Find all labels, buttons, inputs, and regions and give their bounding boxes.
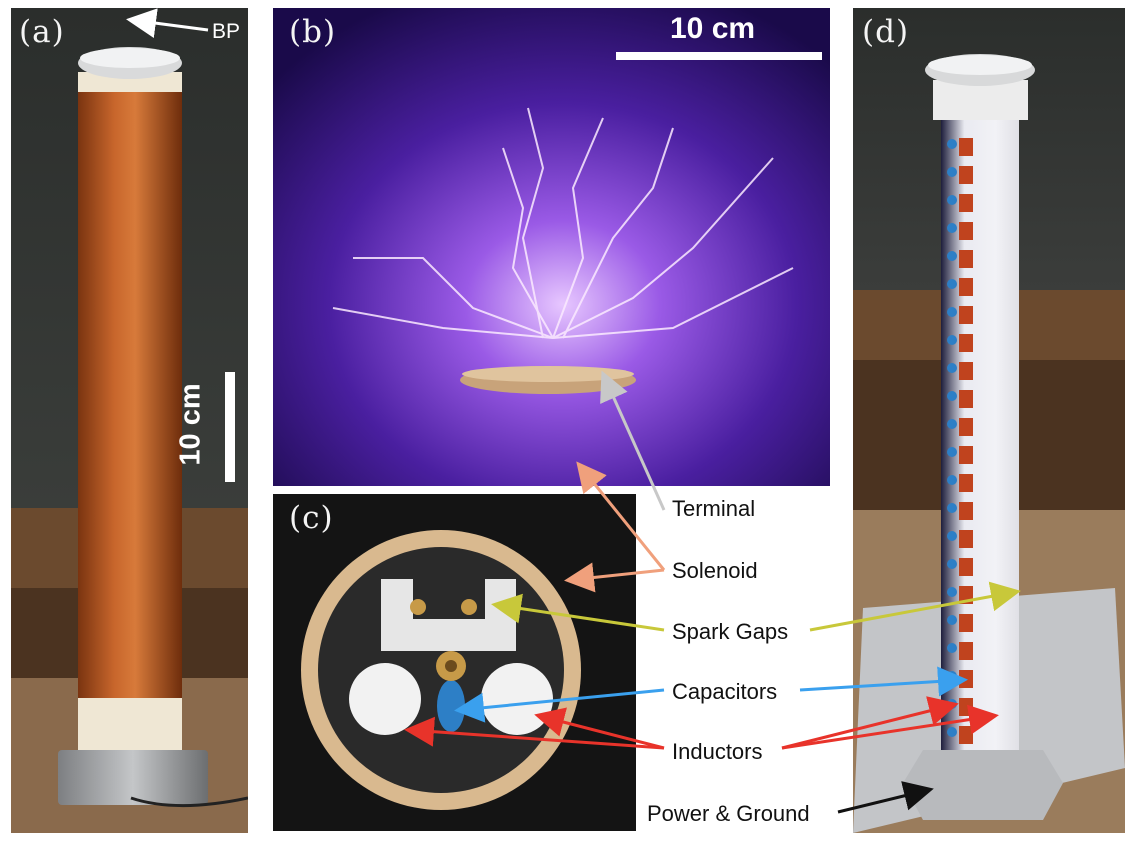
inductor-stack bbox=[947, 138, 973, 744]
scale-label-b: 10 cm bbox=[670, 12, 756, 45]
capacitor-segment bbox=[947, 139, 957, 149]
panel-d-photo bbox=[853, 8, 1125, 833]
arrow-inductors-2 bbox=[534, 707, 665, 750]
arrow-spark-gaps-2 bbox=[809, 581, 1021, 632]
capacitor-segment bbox=[947, 335, 957, 345]
inductor-segment bbox=[959, 642, 973, 660]
inductor-left bbox=[349, 663, 421, 735]
capacitor-segment bbox=[947, 475, 957, 485]
arrow-capacitors-2 bbox=[799, 666, 968, 697]
capacitor-segment bbox=[947, 307, 957, 317]
coil-base-tube bbox=[78, 698, 182, 750]
arrow-inductors-4 bbox=[781, 704, 999, 750]
capacitor-segment bbox=[947, 615, 957, 625]
inductor-segment bbox=[959, 278, 973, 296]
capacitor-segment bbox=[947, 643, 957, 653]
inductor-segment bbox=[959, 306, 973, 324]
capacitor-segment bbox=[947, 391, 957, 401]
callout-power-ground: Power & Ground bbox=[647, 801, 810, 826]
inductor-segment bbox=[959, 614, 973, 632]
capacitor-segment bbox=[947, 251, 957, 261]
arrow-solenoid-1 bbox=[576, 461, 666, 571]
capacitor-segment bbox=[947, 531, 957, 541]
aluminum-base bbox=[58, 750, 208, 805]
inductor-segment bbox=[959, 390, 973, 408]
capacitor-segment bbox=[947, 279, 957, 289]
inductor-segment bbox=[959, 530, 973, 548]
panel-a-image bbox=[11, 8, 248, 833]
inductor-segment bbox=[959, 166, 973, 184]
lightning-streamers bbox=[332, 107, 794, 339]
arrow-spark-gaps-1 bbox=[491, 593, 665, 632]
capacitor-segment bbox=[947, 167, 957, 177]
inductor-segment bbox=[959, 138, 973, 156]
capacitor-segment bbox=[947, 363, 957, 373]
arrow-power-ground bbox=[837, 781, 934, 814]
spark-gap-electrode-right bbox=[461, 599, 477, 615]
capacitor-segment bbox=[947, 195, 957, 205]
capacitor-segment bbox=[947, 223, 957, 233]
inductor-segment bbox=[959, 194, 973, 212]
arrow-solenoid-2 bbox=[564, 562, 665, 593]
bp-label: BP bbox=[212, 20, 241, 43]
panel-label-c: (c) bbox=[289, 500, 334, 536]
discharge-glow bbox=[273, 8, 830, 486]
panel-label-b: (b) bbox=[289, 14, 337, 50]
callout-terminal: Terminal bbox=[672, 496, 756, 521]
callout-capacitors: Capacitors bbox=[672, 679, 778, 704]
spark-gap-electrode-left bbox=[410, 599, 426, 615]
inductor-segment bbox=[959, 502, 973, 520]
arrow-bp bbox=[126, 8, 209, 39]
inductor-segment bbox=[959, 334, 973, 352]
inductor-segment bbox=[959, 362, 973, 380]
inductor-segment bbox=[959, 474, 973, 492]
panel-label-d: (d) bbox=[862, 14, 910, 50]
callout-solenoid: Solenoid bbox=[672, 558, 758, 583]
panel-a-photo bbox=[11, 8, 248, 833]
arrow-inductors-3 bbox=[781, 696, 959, 750]
arrow-inductors-1 bbox=[404, 716, 665, 750]
copper-coil bbox=[78, 86, 182, 706]
arrow-terminal bbox=[600, 370, 666, 511]
inductor-segment bbox=[959, 418, 973, 436]
scale-bar-a bbox=[225, 372, 235, 482]
capacitor-segment bbox=[947, 587, 957, 597]
capacitor-segment bbox=[947, 447, 957, 457]
panel-d-image bbox=[853, 8, 1125, 833]
callout-spark-gaps: Spark Gaps bbox=[672, 619, 789, 644]
callout-inductors: Inductors bbox=[672, 739, 763, 764]
panel-label-a: (a) bbox=[19, 14, 65, 50]
inductor-segment bbox=[959, 558, 973, 576]
capacitor-segment bbox=[947, 559, 957, 569]
inductor-segment bbox=[959, 222, 973, 240]
capacitor-segment bbox=[947, 727, 957, 737]
scale-bar-b bbox=[616, 52, 822, 60]
aluminum-base-d bbox=[903, 750, 1063, 820]
capacitor-segment bbox=[947, 503, 957, 513]
inductor-segment bbox=[959, 250, 973, 268]
panel-b-image bbox=[273, 8, 830, 486]
inductor-segment bbox=[959, 446, 973, 464]
panel-b-photo bbox=[273, 8, 830, 486]
arrow-capacitors-1 bbox=[454, 688, 665, 723]
capacitor-segment bbox=[947, 419, 957, 429]
